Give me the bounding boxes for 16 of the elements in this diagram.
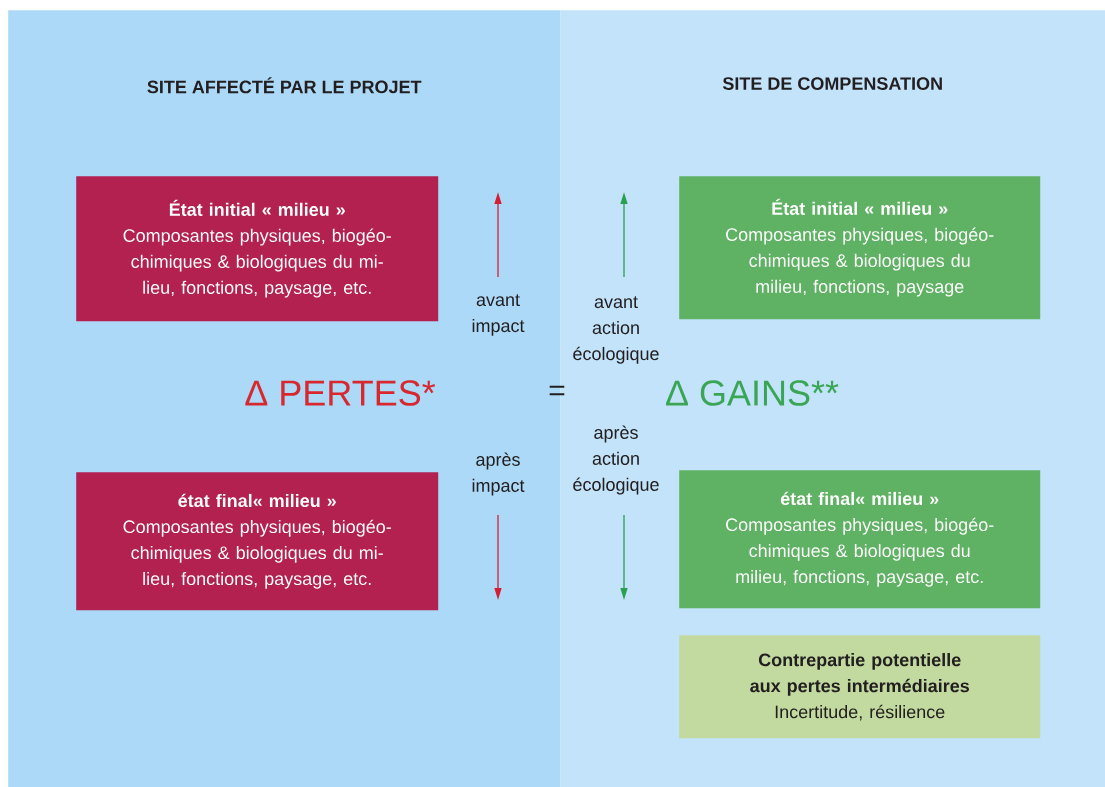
box-text: État initial « milieu » Composantes physiques, biogéo-chimiques & biologiques du mi- lieu, fonctions, paysage, etc. xyxy=(123,199,391,298)
state-box xyxy=(679,470,1041,609)
phase-label: après action écologique xyxy=(573,425,659,495)
phase-label: avant action écologique xyxy=(573,296,659,364)
state-box xyxy=(679,176,1041,320)
state-box xyxy=(76,176,439,322)
box-text: état final« milieu » Composantes physiques, biogéo-chimiques & biologiques du milieu, fonctions, paysage, etc. xyxy=(726,491,994,587)
phase-label: après impact xyxy=(472,452,525,496)
box-text: état final« milieu » Composantes physiques, biogéo-chimiques & biologiques du mi- lieu, fonctions, paysage, etc. xyxy=(123,493,391,589)
box-text: Contrepartie potentielle aux pertes intermédiaires Incertitude, résilience xyxy=(750,653,969,721)
phase-label: avant impact xyxy=(472,294,525,336)
box-text: État initial « milieu » Composantes physiques, biogéo-chimiques & biologiques du milieu, fonctions, paysage xyxy=(726,198,994,297)
state-box xyxy=(679,635,1041,739)
delta-label: Δ GAINS** xyxy=(666,380,839,406)
delta-label: Δ PERTES* xyxy=(245,380,436,406)
state-box xyxy=(76,472,439,611)
